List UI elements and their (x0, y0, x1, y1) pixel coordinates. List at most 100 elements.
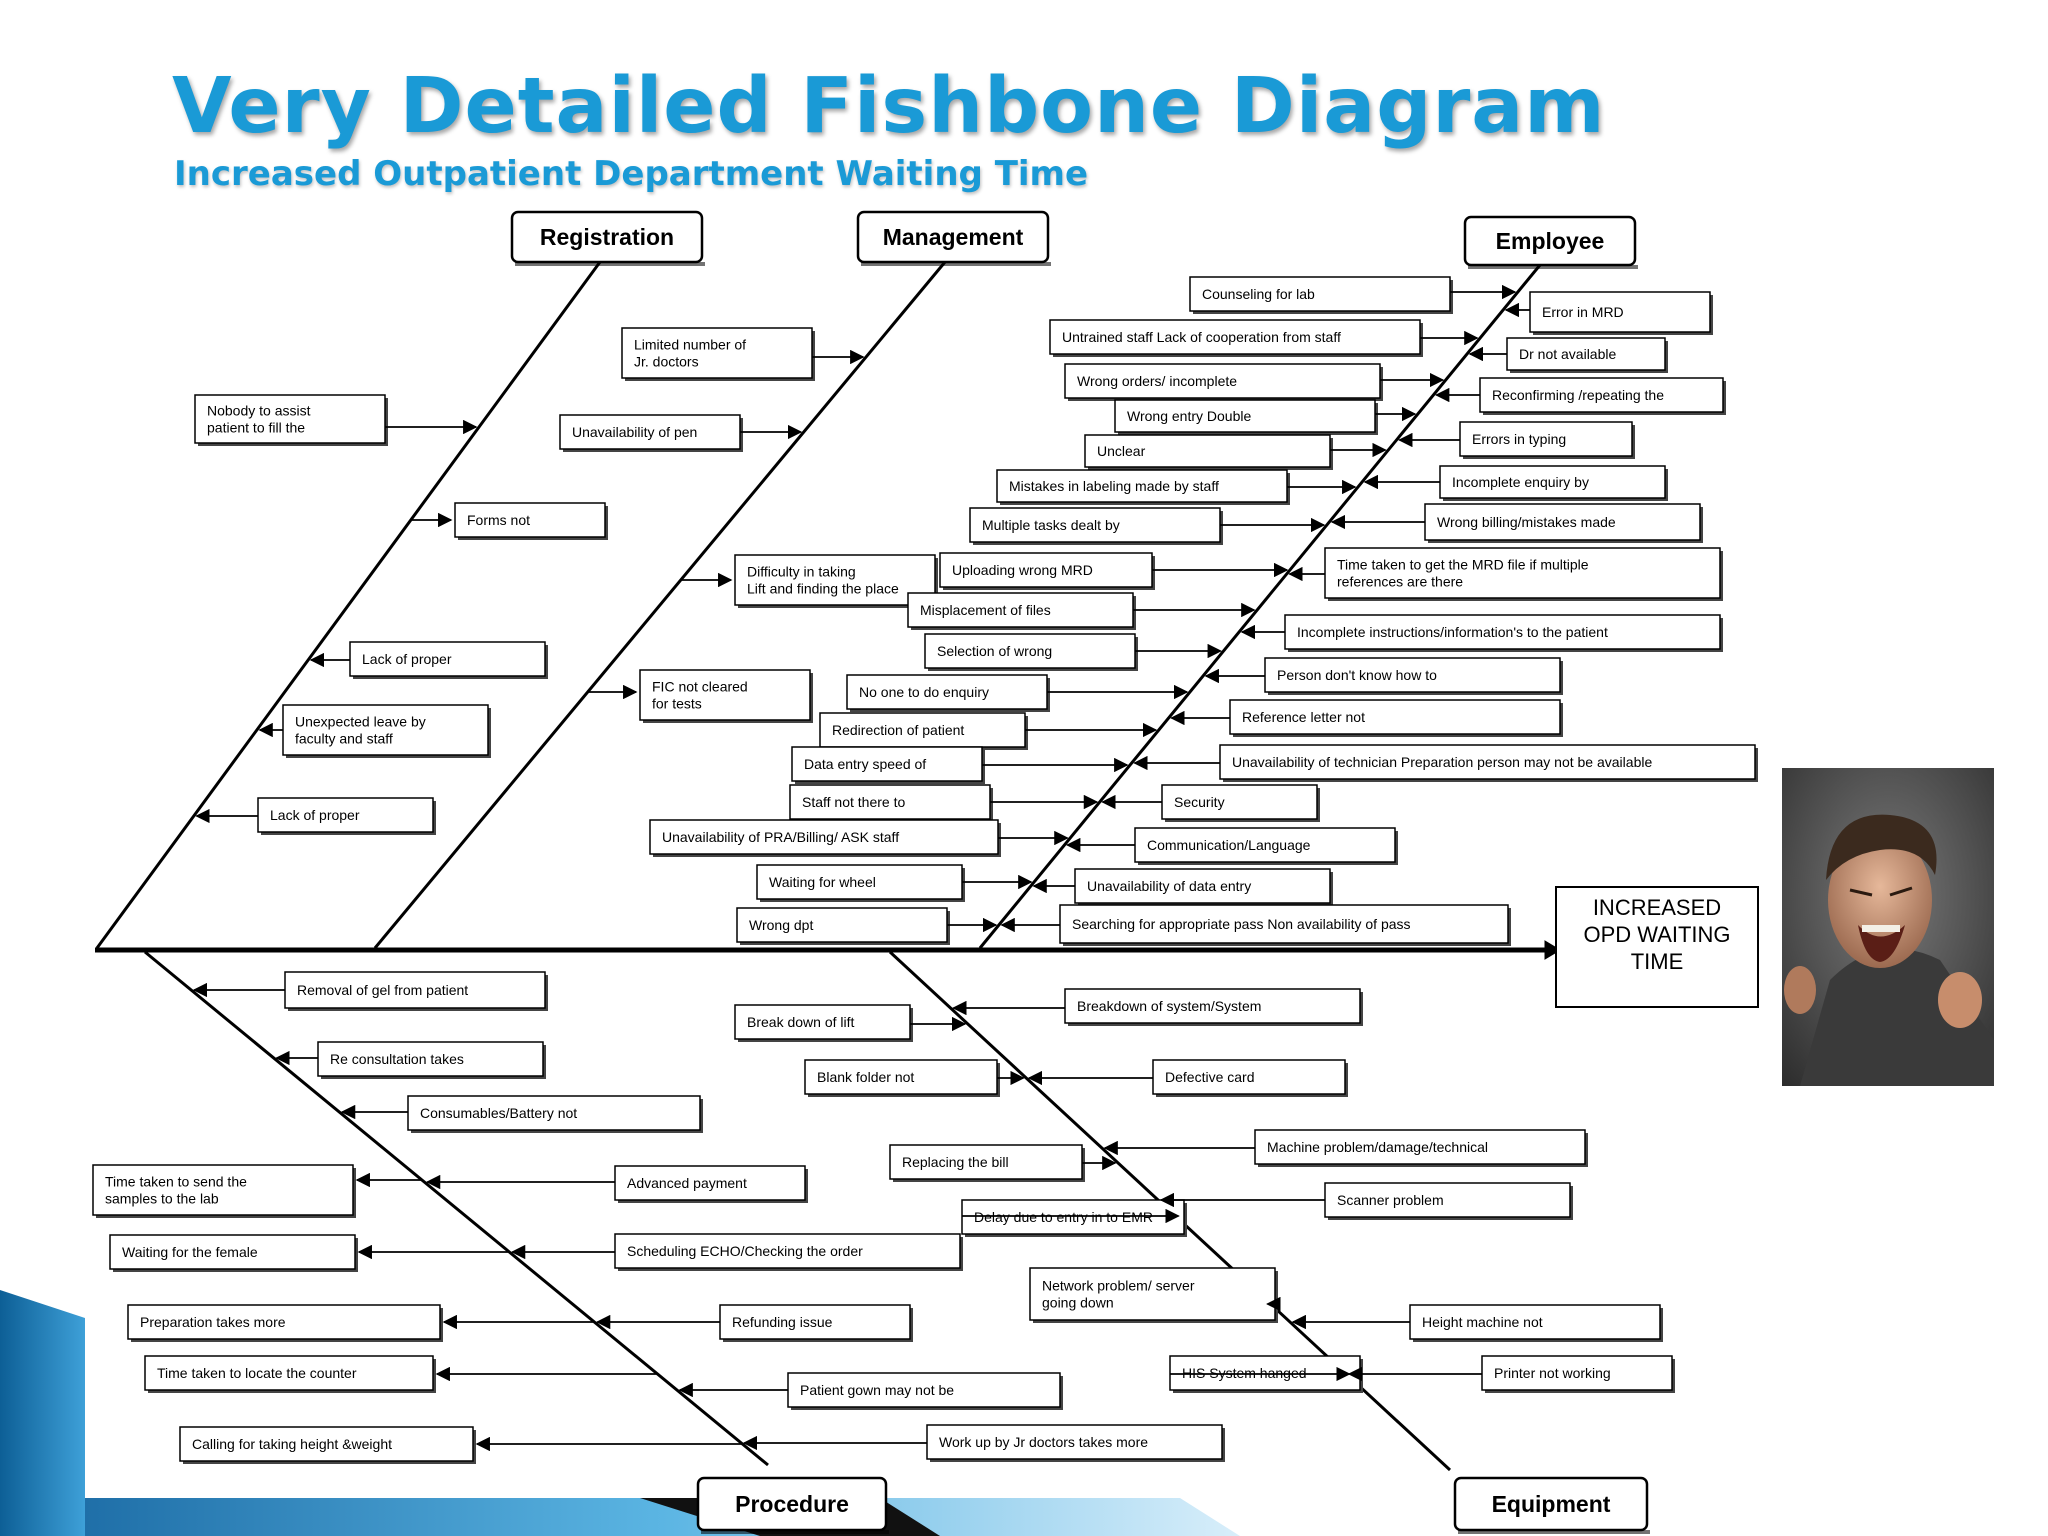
cause-text: Misplacement of files (920, 602, 1051, 618)
cause-equipment-5: Replacing the bill (889, 1144, 1085, 1182)
page-title: Very Detailed Fishbone Diagram (172, 62, 1606, 151)
cause-management-1: Unavailability of pen (559, 414, 743, 452)
cause-text: Mistakes in labeling made by staff (1009, 478, 1219, 494)
cause-equipment-3: Defective card (1152, 1059, 1348, 1097)
cause-employee-right-1: Dr not available (1506, 337, 1668, 373)
cause-employee-left-14: Unavailability of PRA/Billing/ ASK staff (649, 819, 1001, 857)
cause-employee-right-3: Errors in typing (1459, 421, 1635, 459)
cause-procedure-0: Removal of gel from patient (284, 971, 548, 1011)
cause-text: Scheduling ECHO/Checking the order (627, 1243, 863, 1259)
cause-equipment-7: Delay due to entry in to EMR (961, 1199, 1187, 1237)
cause-text: Preparation takes more (140, 1314, 286, 1330)
cause-text: samples to the lab (105, 1191, 219, 1207)
svg-text:Procedure: Procedure (735, 1491, 849, 1517)
cause-employee-right-7: Incomplete instructions/information's to… (1284, 614, 1723, 652)
cause-text: Jr. doctors (634, 354, 699, 370)
cause-text: Lack of proper (362, 651, 452, 667)
cause-text: Data entry speed of (804, 756, 926, 772)
cause-employee-right-5: Wrong billing/mistakes made (1424, 503, 1703, 543)
cause-text: Errors in typing (1472, 431, 1566, 447)
cause-text: Selection of wrong (937, 643, 1052, 659)
cause-employee-right-10: Unavailability of technician Preparation… (1219, 744, 1758, 782)
svg-text:Management: Management (883, 224, 1024, 250)
cause-text: Blank folder not (817, 1069, 914, 1085)
cause-procedure-8: Refunding issue (719, 1304, 913, 1342)
cause-text: Counseling for lab (1202, 286, 1315, 302)
cause-text: Person don't know how to (1277, 667, 1437, 683)
cause-employee-left-9: Selection of wrong (924, 633, 1138, 671)
cause-registration-4: Lack of proper (257, 797, 436, 835)
cause-text: Unavailability of technician Preparation… (1232, 754, 1652, 770)
cause-text: Re consultation takes (330, 1051, 464, 1067)
cause-employee-right-11: Security (1161, 784, 1320, 822)
cause-text: Communication/Language (1147, 837, 1311, 853)
cause-text: references are there (1337, 574, 1463, 590)
cause-text: Wrong dpt (749, 917, 813, 933)
cause-text: No one to do enquiry (859, 684, 989, 700)
cause-registration-2: Lack of proper (349, 641, 548, 679)
cause-text: Height machine not (1422, 1314, 1543, 1330)
cause-text: Time taken to get the MRD file if multip… (1337, 557, 1589, 573)
cause-employee-left-15: Waiting for wheel (756, 864, 965, 902)
cause-text: Uploading wrong MRD (952, 562, 1093, 578)
procedure-header: Procedure (696, 1476, 889, 1534)
cause-employee-right-4: Incomplete enquiry by (1439, 465, 1668, 501)
cause-text: Unavailability of PRA/Billing/ ASK staff (662, 829, 899, 845)
cause-employee-left-0: Counseling for lab (1189, 276, 1453, 314)
effect-line: TIME (1631, 949, 1684, 974)
cause-text: Error in MRD (1542, 304, 1624, 320)
cause-text: going down (1042, 1295, 1114, 1311)
cause-text: Unavailability of pen (572, 424, 697, 440)
cause-text: Redirection of patient (832, 722, 964, 738)
accent-left-ribbon (0, 1290, 85, 1536)
cause-employee-left-16: Wrong dpt (736, 907, 950, 945)
cause-text: Wrong billing/mistakes made (1437, 514, 1616, 530)
cause-text: Multiple tasks dealt by (982, 517, 1120, 533)
bone-registration (95, 261, 602, 949)
cause-employee-left-11: Redirection of patient (819, 712, 1028, 750)
cause-procedure-6: Scheduling ECHO/Checking the order (614, 1233, 963, 1271)
cause-equipment-0: Break down of lift (734, 1004, 913, 1042)
cause-text: Lift and finding the place (747, 581, 899, 597)
cause-text: Difficulty in taking (747, 564, 856, 580)
cause-procedure-1: Re consultation takes (317, 1041, 546, 1079)
cause-employee-left-13: Staff not there to (789, 784, 993, 822)
page-subtitle: Increased Outpatient Department Waiting … (174, 154, 1089, 194)
cause-equipment-2: Blank folder not (804, 1059, 1000, 1097)
cause-equipment-11: Printer not working (1481, 1355, 1675, 1393)
cause-text: Staff not there to (802, 794, 905, 810)
cause-employee-right-2: Reconfirming /repeating the (1479, 377, 1726, 415)
cause-text: Incomplete enquiry by (1452, 474, 1589, 490)
cause-text: Calling for taking height &weight (192, 1436, 392, 1452)
svg-text:Employee: Employee (1496, 228, 1605, 254)
cause-text: Unavailability of data entry (1087, 878, 1251, 894)
cause-text: Searching for appropriate pass Non avail… (1072, 916, 1411, 932)
cause-employee-left-5: Mistakes in labeling made by staff (996, 469, 1290, 505)
cause-text: Breakdown of system/System (1077, 998, 1261, 1014)
bone-procedure (144, 950, 769, 1467)
cause-text: Untrained staff Lack of cooperation from… (1062, 329, 1341, 345)
cause-employee-left-2: Wrong orders/ incomplete (1064, 363, 1383, 401)
cause-text: faculty and staff (295, 731, 393, 747)
cause-employee-right-6: Time taken to get the MRD file if multip… (1324, 547, 1723, 601)
bone-employee (978, 264, 1542, 949)
spine-arrowhead (1544, 940, 1561, 960)
cause-text: Unexpected leave by (295, 714, 426, 730)
cause-procedure-9: Time taken to locate the counter (144, 1355, 436, 1393)
cause-text: Removal of gel from patient (297, 982, 468, 998)
cause-text: Patient gown may not be (800, 1382, 954, 1398)
effect-line: INCREASED (1593, 895, 1721, 920)
cause-text: for tests (652, 696, 702, 712)
cause-employee-left-1: Untrained staff Lack of cooperation from… (1049, 319, 1423, 357)
cause-procedure-5: Waiting for the female (109, 1234, 358, 1272)
cause-text: Break down of lift (747, 1014, 854, 1030)
cause-employee-right-13: Unavailability of data entry (1074, 868, 1333, 906)
cause-employee-left-4: Unclear (1084, 434, 1333, 470)
cause-text: Time taken to send the (105, 1174, 247, 1190)
cause-text: Dr not available (1519, 346, 1616, 362)
cause-text: Machine problem/damage/technical (1267, 1139, 1488, 1155)
cause-text: Unclear (1097, 443, 1146, 459)
